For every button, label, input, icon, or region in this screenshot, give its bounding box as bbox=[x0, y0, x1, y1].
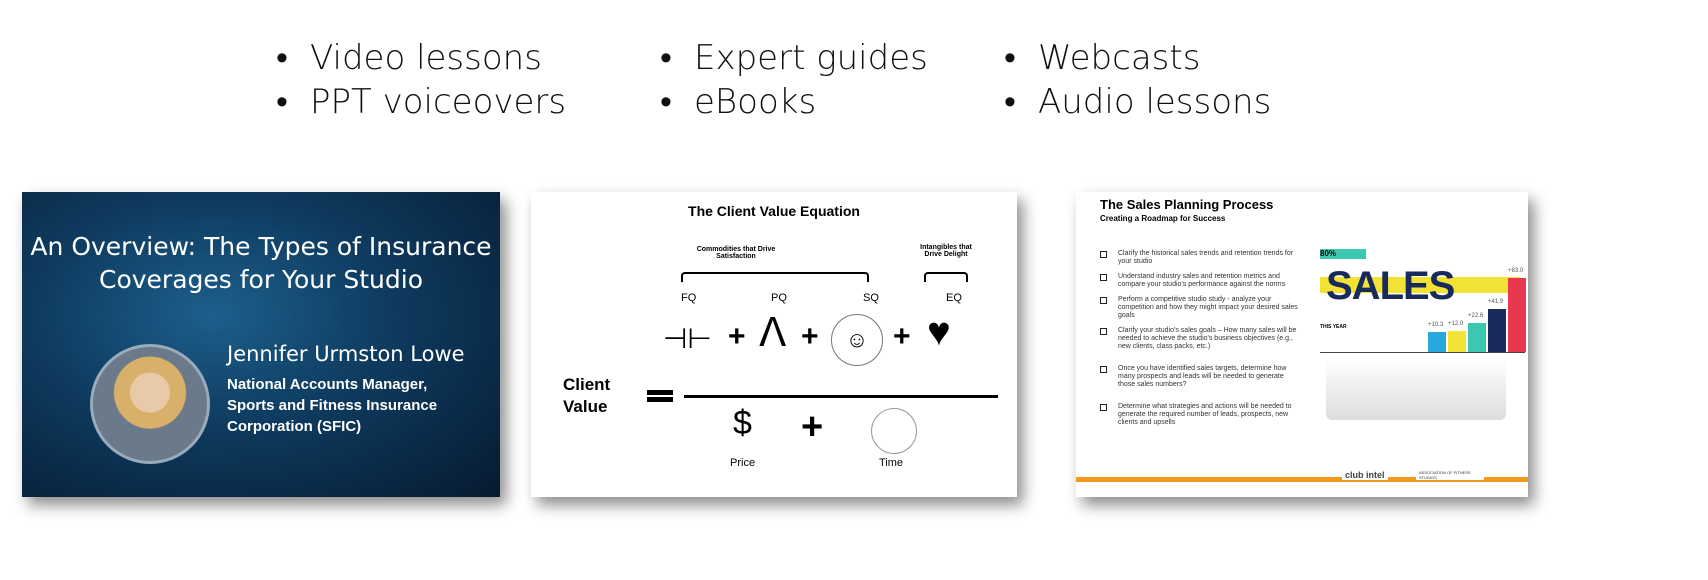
equals-icon bbox=[647, 390, 673, 402]
bar-label: +83.0 bbox=[1508, 268, 1524, 274]
pq-label: PQ bbox=[771, 292, 787, 304]
stat-badge: 80% bbox=[1320, 249, 1366, 259]
plus-icon: + bbox=[801, 406, 824, 448]
presenter-name: Jennifer Urmston Lowe bbox=[227, 342, 465, 366]
slide-title: The Client Value Equation bbox=[688, 203, 860, 219]
bullet-ppt-voiceovers: •PPT voiceovers bbox=[276, 82, 567, 122]
slide-subtitle: Creating a Roadmap for Success bbox=[1100, 214, 1226, 223]
dumbbell-icon: ⊣⊢ bbox=[663, 323, 712, 354]
highlight-band bbox=[1320, 277, 1520, 293]
stretching-person-icon: ᐱ bbox=[759, 311, 787, 355]
fq-label: FQ bbox=[681, 292, 697, 304]
sales-bar bbox=[1448, 331, 1466, 352]
sq-label: SQ bbox=[863, 292, 879, 304]
bar-label: +12.0 bbox=[1448, 321, 1464, 328]
clock-icon bbox=[871, 408, 917, 454]
eq-label: EQ bbox=[946, 292, 962, 304]
list-item: Once you have identified sales targets, … bbox=[1100, 365, 1300, 389]
plus-icon: + bbox=[893, 320, 911, 353]
list-item: Determine what strategies and actions wi… bbox=[1100, 403, 1300, 427]
sales-bar bbox=[1468, 323, 1486, 352]
afs-logo: ASSOCIATION OF FITNESS STUDIOS bbox=[1416, 470, 1484, 480]
chart-baseline bbox=[1320, 352, 1525, 353]
presenter-title: National Accounts Manager,Sports and Fit… bbox=[227, 376, 438, 435]
bullet-expert-guides: •Expert guides bbox=[660, 38, 928, 78]
price-label: Price bbox=[730, 457, 756, 469]
meeting-photo bbox=[1326, 358, 1506, 420]
commodities-label: Commodities that Drive Satisfaction bbox=[696, 246, 776, 260]
dollar-icon: $ bbox=[733, 404, 752, 442]
bullet-video-lessons: •Video lessons bbox=[276, 38, 542, 78]
checklist: Clarify the historical sales trends and … bbox=[1100, 250, 1300, 434]
club-intel-logo: club intel bbox=[1342, 470, 1388, 480]
sales-bar bbox=[1488, 308, 1506, 352]
footer-stripe bbox=[1076, 477, 1528, 482]
service-face-icon: ☺ bbox=[831, 314, 883, 366]
slide-title: The Sales Planning Process bbox=[1100, 197, 1274, 212]
this-year-label: THIS YEAR bbox=[1320, 324, 1347, 330]
sales-bar bbox=[1508, 278, 1526, 352]
list-item: Clarify the historical sales trends and … bbox=[1100, 250, 1300, 266]
commodities-brace bbox=[681, 272, 869, 282]
time-label: Time bbox=[879, 457, 904, 469]
bar-label: +41.9 bbox=[1488, 298, 1504, 305]
sales-graphic: SALES bbox=[1326, 264, 1455, 308]
slide-sales-planning[interactable]: The Sales Planning Process Creating a Ro… bbox=[1076, 192, 1528, 497]
intangibles-label: Intangibles that Drive Delight bbox=[920, 244, 972, 258]
slide-client-value-equation[interactable]: The Client Value Equation Commodities th… bbox=[531, 192, 1017, 497]
presenter-photo bbox=[90, 344, 210, 464]
heart-hands-icon: ♥ bbox=[927, 310, 951, 354]
sales-bar bbox=[1428, 332, 1446, 352]
list-item: Perform a competitive studio study - ana… bbox=[1100, 296, 1300, 320]
bar-label: +22.6 bbox=[1468, 313, 1484, 320]
list-item: Clarify your studio's sales goals – How … bbox=[1100, 327, 1300, 351]
intangibles-brace bbox=[924, 272, 968, 282]
bullet-audio-lessons: •Audio lessons bbox=[1004, 82, 1272, 122]
bar-label: +10.3 bbox=[1428, 322, 1444, 329]
fraction-line bbox=[684, 395, 998, 398]
plus-icon: + bbox=[728, 320, 746, 353]
bullet-webcasts: •Webcasts bbox=[1004, 38, 1201, 78]
bullet-ebooks: •eBooks bbox=[660, 82, 817, 122]
plus-icon: + bbox=[801, 320, 819, 353]
list-item: Understand industry sales and retention … bbox=[1100, 273, 1300, 289]
